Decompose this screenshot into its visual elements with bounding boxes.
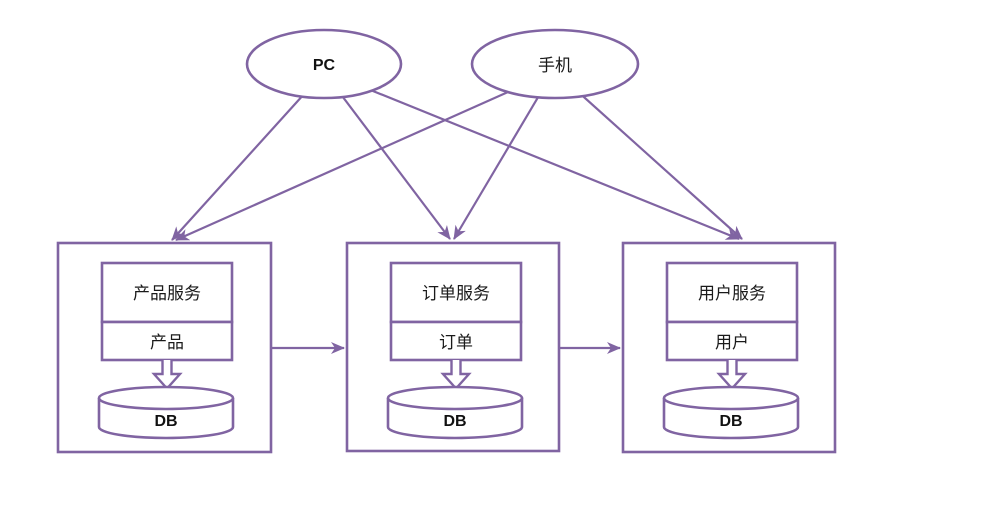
order-module-label: 订单 — [439, 333, 473, 352]
user-db-cylinder-top — [662, 385, 800, 411]
order-db-cylinder-top — [386, 385, 524, 411]
edge-mobile-to-product — [175, 70, 554, 242]
order-service-label: 订单服务 — [422, 284, 490, 303]
product-service-label: 产品服务 — [133, 284, 201, 303]
edge-pc-to-user — [325, 70, 740, 241]
mobile-ellipse — [470, 28, 640, 100]
pc-ellipse — [245, 28, 403, 100]
client-mobile: 手机 — [470, 28, 640, 100]
service-container-user: 用户服务 用户 DB — [621, 241, 837, 454]
product-db-cylinder-top — [97, 385, 235, 411]
user-service-box — [665, 261, 799, 324]
edge-mobile-to-order — [453, 71, 554, 240]
client-pc: PC — [245, 28, 403, 100]
user-module-label: 用户 — [715, 333, 749, 352]
user-service-label: 用户服务 — [698, 284, 766, 303]
mobile-label: 手机 — [538, 56, 572, 75]
edge-pc-to-product — [171, 71, 325, 241]
edge-mobile-to-user — [555, 71, 743, 240]
edge-pc-to-order — [323, 71, 451, 240]
order-service-box — [389, 261, 523, 324]
product-module-label: 产品 — [150, 333, 184, 352]
service-container-product: 产品服务 产品 DB — [56, 241, 273, 454]
user-db-label: DB — [719, 413, 742, 430]
pc-label: PC — [313, 57, 336, 74]
service-container-order: 订单服务 订单 DB — [345, 241, 561, 453]
product-db-label: DB — [154, 413, 177, 430]
order-db-label: DB — [443, 413, 466, 430]
client-service-edges — [171, 70, 743, 242]
product-module-box — [100, 320, 234, 362]
order-module-box — [389, 320, 523, 362]
